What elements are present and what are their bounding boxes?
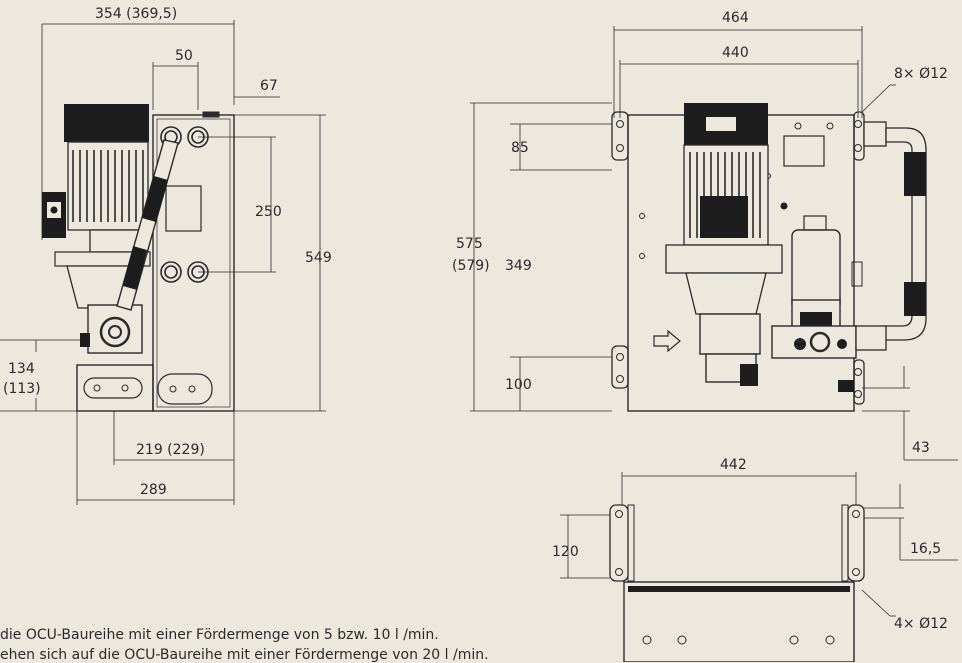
base-view bbox=[560, 472, 958, 662]
dim-front-464: 464 bbox=[722, 10, 749, 26]
dim-side-250: 250 bbox=[255, 204, 282, 220]
dim-side-549: 549 bbox=[305, 250, 332, 266]
dim-side-134: 134 bbox=[8, 361, 35, 377]
base-dimension-lines bbox=[560, 472, 958, 617]
dim-side-67: 67 bbox=[260, 78, 278, 94]
dim-front-575: 575 bbox=[456, 236, 483, 252]
dim-side-width: 354 (369,5) bbox=[95, 6, 177, 22]
side-handle-slot bbox=[157, 373, 213, 405]
dim-side-289: 289 bbox=[140, 482, 167, 498]
front-dimension-lines bbox=[470, 26, 958, 461]
side-frame-plate bbox=[152, 114, 235, 412]
side-dimension-lines bbox=[0, 20, 326, 505]
side-label-plate bbox=[165, 185, 202, 232]
note-line-1: die OCU-Baureihe mit einer Fördermenge v… bbox=[0, 627, 439, 643]
dim-front-holes: 8× Ø12 bbox=[894, 66, 948, 82]
front-view bbox=[470, 26, 958, 461]
dim-front-43: 43 bbox=[912, 440, 930, 456]
base-plate bbox=[623, 581, 855, 662]
front-filter bbox=[791, 215, 841, 337]
flow-arrow bbox=[653, 329, 681, 353]
side-base-bracket bbox=[76, 364, 154, 412]
dim-front-349: 349 bbox=[505, 258, 532, 274]
dim-base-holes: 4× Ø12 bbox=[894, 616, 948, 632]
front-label-plate bbox=[783, 135, 825, 167]
dim-base-442: 442 bbox=[720, 457, 747, 473]
dim-front-579: (579) bbox=[452, 258, 490, 274]
dim-base-120: 120 bbox=[552, 544, 579, 560]
dim-side-113: (113) bbox=[3, 381, 41, 397]
side-hose bbox=[116, 139, 179, 311]
side-view bbox=[0, 20, 326, 505]
note-line-2: ehen sich auf die OCU-Baureihe mit einer… bbox=[0, 647, 489, 663]
dim-side-50: 50 bbox=[175, 48, 193, 64]
side-motor bbox=[42, 104, 149, 238]
dim-front-85: 85 bbox=[511, 140, 529, 156]
front-motor bbox=[683, 103, 769, 246]
dim-base-16-5: 16,5 bbox=[910, 541, 941, 557]
dim-front-100: 100 bbox=[505, 377, 532, 393]
front-pump-block bbox=[699, 313, 857, 386]
dim-front-440: 440 bbox=[722, 45, 749, 61]
front-hose bbox=[855, 121, 927, 351]
dim-side-219: 219 (229) bbox=[136, 442, 205, 458]
